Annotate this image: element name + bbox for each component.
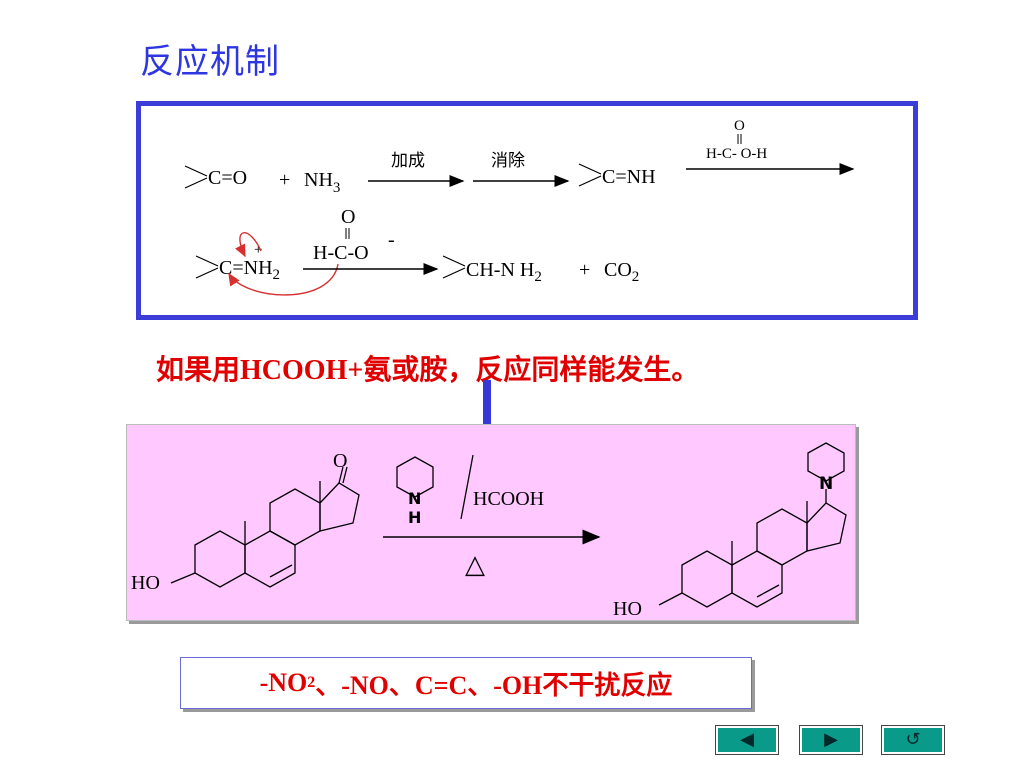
curved-arrow-large: [228, 263, 339, 296]
positive-charge: +: [254, 242, 262, 258]
return-button[interactable]: ↺: [882, 726, 944, 754]
return-icon: ↺: [905, 729, 921, 750]
curved-arrow-small: [234, 232, 262, 258]
iminium-bond-lines: [195, 255, 219, 279]
hydroxyl-left: HO: [131, 572, 160, 594]
triangle-left-icon: ◀: [740, 729, 754, 750]
steroid-product: [658, 442, 847, 608]
carbonyl: C=O: [208, 167, 247, 189]
negative-charge: -: [388, 229, 395, 251]
plus-sign-1: +: [279, 169, 290, 191]
next-button[interactable]: ▶: [800, 726, 862, 754]
hydroxyl-right: HO: [613, 598, 642, 620]
formic-acid-formula: H-C- O-H: [706, 146, 767, 162]
formate-oxygen: O: [341, 206, 355, 228]
carbonyl-bond-lines: [184, 165, 208, 189]
mechanism-box: C=O + NH3 加成 消除 C=NH O H-C- O-H + C=NH2 …: [136, 101, 918, 320]
prev-button[interactable]: ◀: [716, 726, 778, 754]
formate-formula: H-C-O: [313, 242, 369, 264]
amine-product: CH-N H2: [466, 259, 542, 285]
addition-label: 加成: [391, 151, 425, 171]
formic-acid-reagent: HCOOH: [473, 488, 544, 510]
steroid-reactant: [170, 466, 360, 588]
triangle-right-icon: ▶: [824, 729, 838, 750]
product-piperidine-n: N: [819, 474, 833, 494]
mechanism-diagram: C=O + NH3 加成 消除 C=NH O H-C- O-H + C=NH2 …: [184, 118, 855, 296]
ammonia: NH3: [304, 169, 340, 196]
steroid-reaction-box: O HO N H HCOOH △ N HO: [126, 424, 856, 621]
elimination-label: 消除: [491, 151, 525, 171]
formic-acid-oxygen: O: [734, 118, 745, 134]
steroid-reaction-diagram: O HO N H HCOOH △ N HO: [131, 442, 847, 620]
slide-title: 反应机制: [140, 42, 280, 82]
iminium-ion: C=NH2: [219, 257, 280, 283]
ketone-oxygen: O: [333, 450, 347, 472]
piperidine-n: N: [408, 489, 421, 508]
note-text: 如果用HCOOH+氨或胺，反应同样能发生。: [156, 353, 700, 386]
piperidine-reagent: [396, 454, 474, 520]
heat-symbol: △: [465, 550, 485, 580]
amine-bond-lines: [442, 255, 466, 279]
piperidine-h: H: [408, 508, 421, 527]
carbon-dioxide: CO2: [604, 259, 639, 285]
plus-sign-2: +: [579, 259, 590, 281]
imine: C=NH: [602, 166, 656, 188]
imine-bond-lines: [578, 163, 602, 187]
